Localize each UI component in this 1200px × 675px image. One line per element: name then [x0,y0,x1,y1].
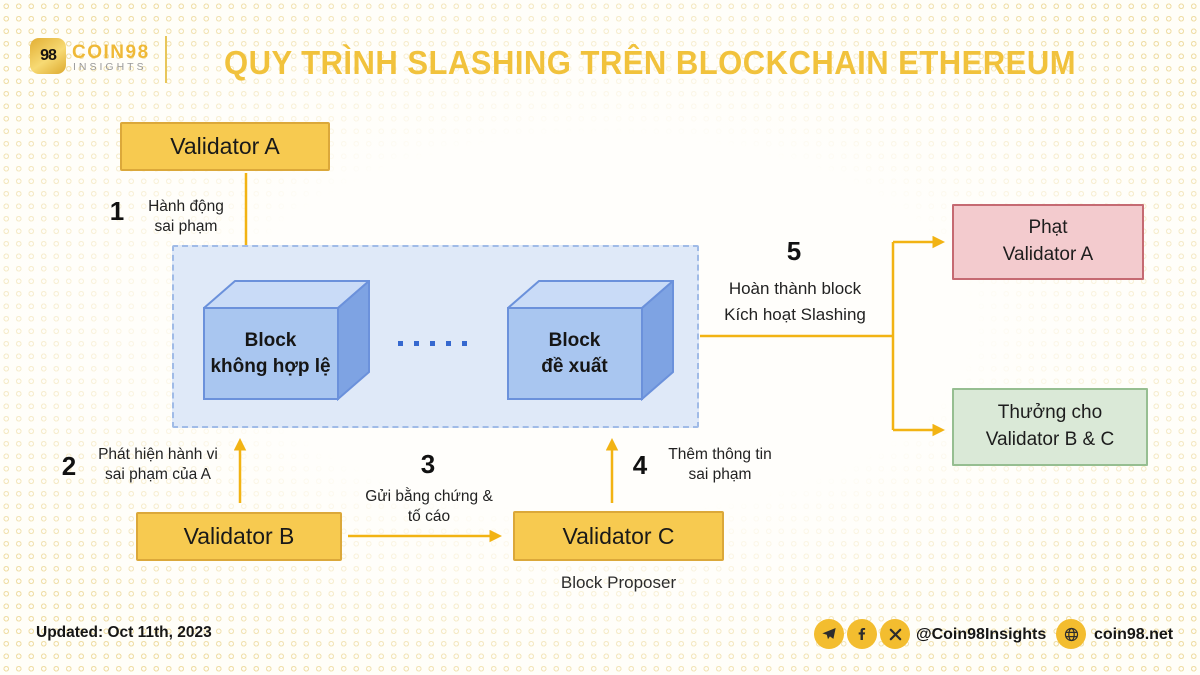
validator-b-box: Validator B [136,512,342,561]
validator-c-caption: Block Proposer [560,573,677,592]
chain-ellipsis-dots [398,341,467,346]
page-title: QUY TRÌNH SLASHING TRÊN BLOCKCHAIN ETHER… [223,44,1077,81]
block-proposed-label: Block đề xuất [541,330,608,377]
telegram-icon[interactable] [814,619,844,649]
block-proposed-cube: Block đề xuất [505,278,676,402]
validator-a-box: Validator A [120,122,330,171]
step-5-label: Hoàn thành block Kích hoạt Slashing [724,279,866,324]
block-invalid-cube: Block không hợp lệ [201,278,372,402]
step-3-number: 3 [420,449,436,479]
brand-subtitle: INSIGHTS [73,61,147,73]
brand-name: COIN98 [72,42,150,63]
x-twitter-icon[interactable] [880,619,910,649]
step-4-label: Thêm thông tin sai phạm [668,446,772,484]
facebook-icon[interactable] [847,619,877,649]
updated-date: Updated: Oct 11th, 2023 [36,624,212,641]
penalty-box: Phạt Validator A [952,204,1144,280]
coin98-logo-glyph: 98 [40,47,57,64]
step-4-number: 4 [632,450,648,480]
step-1-label: Hành động sai phạm [148,198,224,236]
block-invalid-label: Block không hợp lệ [210,330,331,377]
step-2-label: Phát hiện hành vi sai phạm của A [98,446,218,484]
step-2-number: 2 [61,451,77,481]
coin98-logo: 98 [30,38,66,74]
header-divider [165,36,167,83]
website-url[interactable]: coin98.net [1094,626,1174,643]
globe-icon[interactable] [1056,619,1086,649]
social-handle[interactable]: @Coin98Insights [916,626,1047,643]
cube-shape [505,278,676,402]
reward-box: Thưởng cho Validator B & C [952,388,1148,466]
step-1-number: 1 [109,196,125,226]
cube-shape [201,278,372,402]
step-5-number: 5 [786,236,802,266]
step-3-label: Gửi bằng chứng & tố cáo [365,488,493,526]
validator-c-box: Validator C [513,511,724,561]
